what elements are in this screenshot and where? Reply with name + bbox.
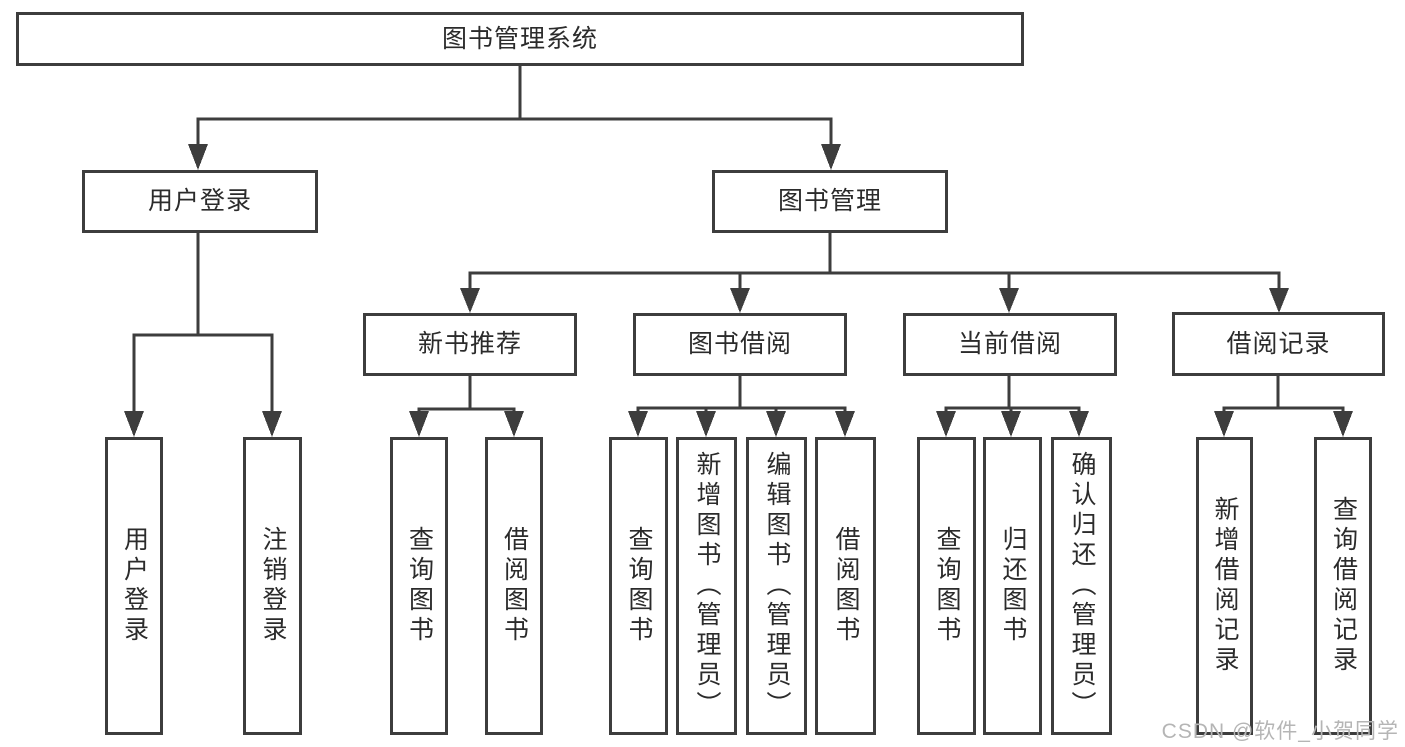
node-current-borrowing: 当前借阅	[903, 313, 1117, 376]
leaf-records-query-record: 查询借阅记录	[1314, 437, 1372, 735]
node-label: 查询图书	[933, 526, 961, 646]
leaf-user-login: 用户登录	[105, 437, 163, 735]
watermark: CSDN @软件_小贺同学	[1161, 720, 1399, 743]
node-label: 用户登录	[147, 187, 252, 215]
node-label: 新增借阅记录	[1211, 496, 1239, 676]
node-label: 图书管理系统	[441, 24, 598, 53]
leaf-logout-login: 注销登录	[243, 437, 302, 735]
node-new-book-recommend: 新书推荐	[363, 313, 577, 376]
node-label: 新增图书（管理员）	[693, 451, 721, 721]
leaf-borrowing-borrow-books: 借阅图书	[815, 437, 876, 735]
node-label: 用户登录	[120, 526, 149, 646]
leaf-current-confirm-return-admin: 确认归还（管理员）	[1051, 437, 1112, 735]
leaf-current-return-books: 归还图书	[983, 437, 1042, 735]
node-label: 查询图书	[405, 526, 434, 646]
node-label: 编辑图书（管理员）	[763, 451, 791, 721]
leaf-newbook-query-books: 查询图书	[390, 437, 448, 735]
leaf-newbook-borrow-books: 借阅图书	[485, 437, 543, 735]
node-label: 借阅记录	[1226, 329, 1331, 358]
node-label: 借阅图书	[832, 526, 860, 646]
node-label: 图书管理	[777, 187, 882, 215]
node-label: 注销登录	[259, 526, 287, 646]
node-borrowing-records: 借阅记录	[1172, 312, 1385, 376]
leaf-borrowing-query-books: 查询图书	[609, 437, 668, 735]
node-library-management-system: 图书管理系统	[16, 12, 1024, 66]
node-label: 归还图书	[999, 526, 1027, 646]
node-label: 图书借阅	[687, 330, 792, 358]
node-book-management: 图书管理	[712, 170, 948, 233]
node-label: 当前借阅	[957, 330, 1062, 358]
node-user-login: 用户登录	[82, 170, 318, 233]
node-label: 确认归还（管理员）	[1068, 451, 1096, 721]
node-label: 查询借阅记录	[1329, 496, 1358, 676]
node-label: 查询图书	[625, 526, 653, 646]
leaf-current-query-books: 查询图书	[917, 437, 976, 735]
node-label: 新书推荐	[417, 330, 522, 358]
leaf-borrowing-edit-books-admin: 编辑图书（管理员）	[746, 437, 807, 735]
leaf-records-add-record: 新增借阅记录	[1196, 437, 1253, 735]
leaf-borrowing-add-books-admin: 新增图书（管理员）	[676, 437, 737, 735]
node-book-borrowing: 图书借阅	[633, 313, 847, 376]
node-label: 借阅图书	[500, 526, 529, 646]
